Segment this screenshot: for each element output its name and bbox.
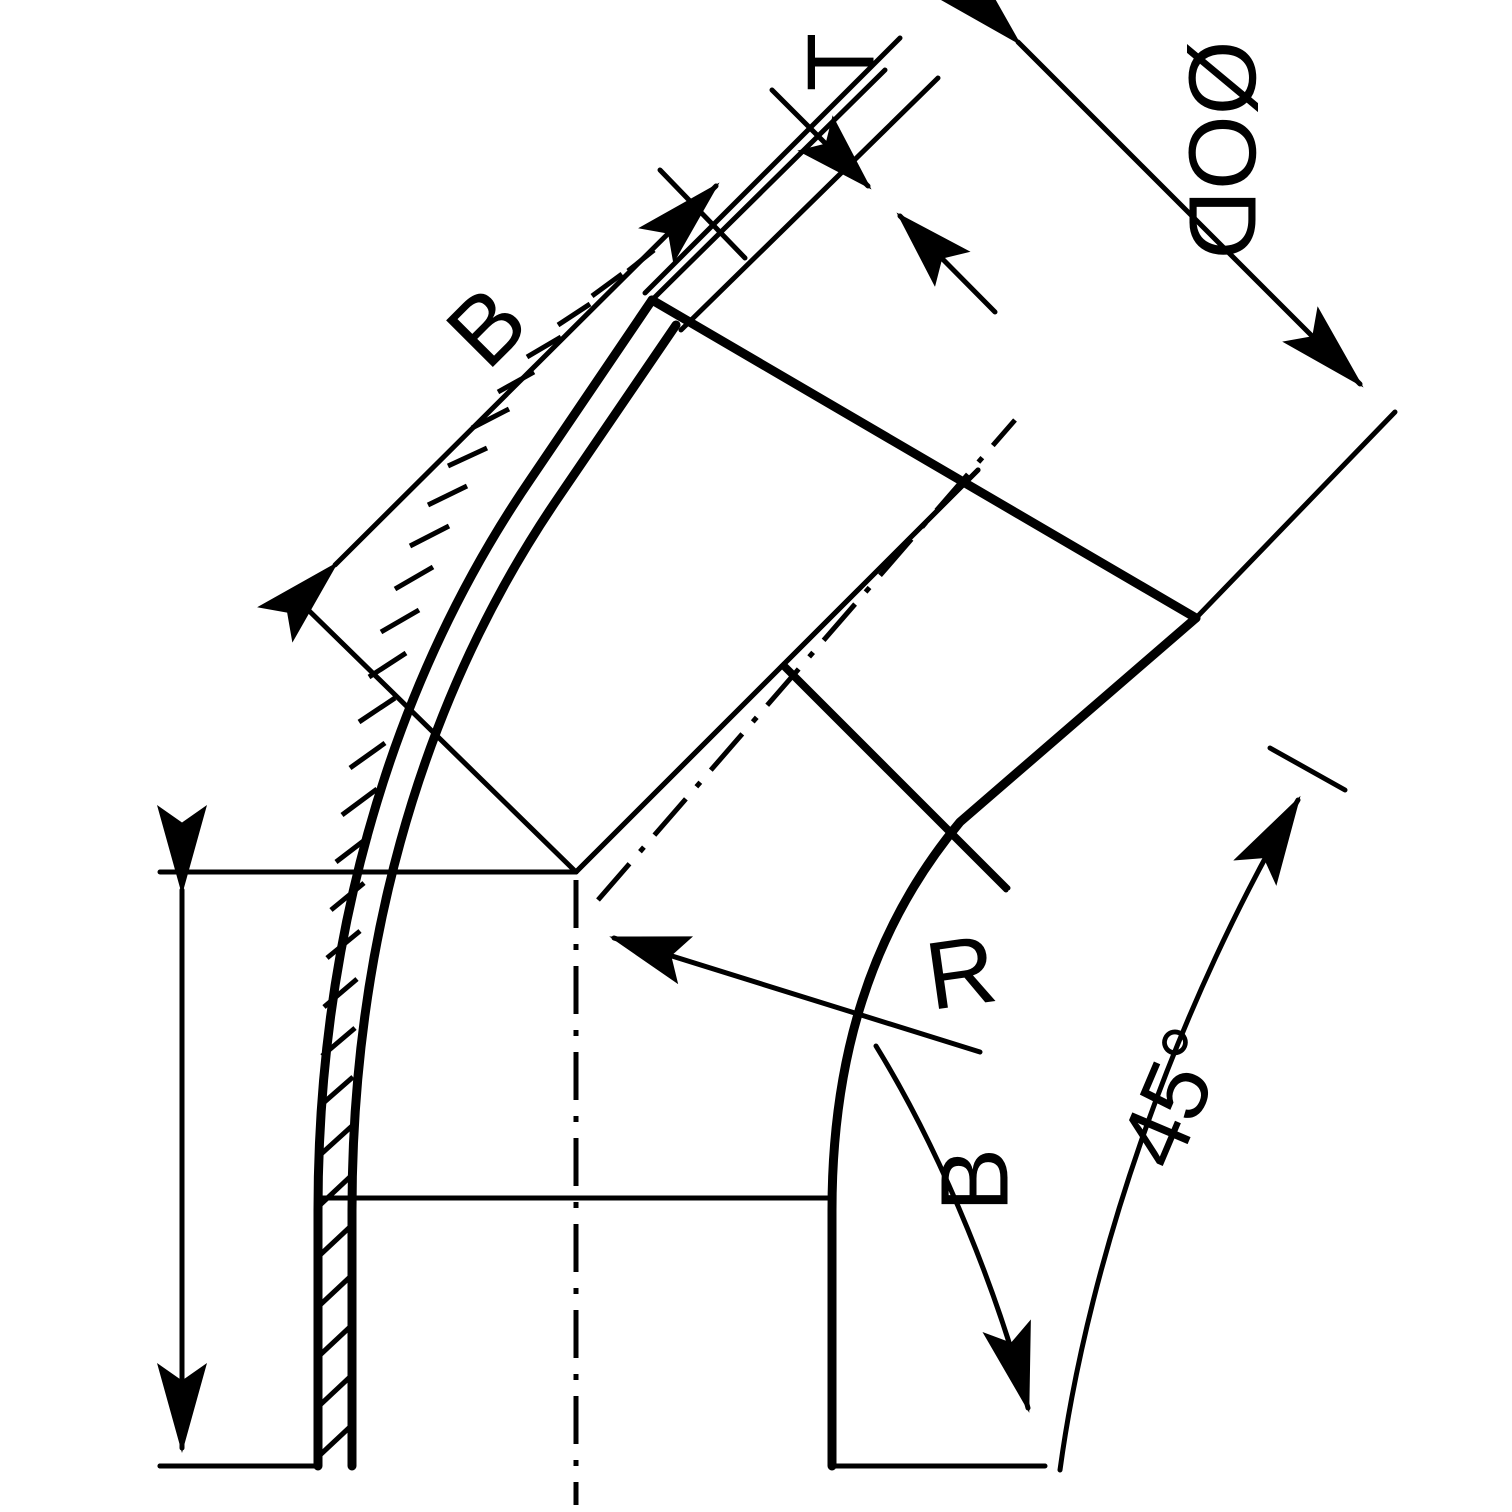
angle-arc-tick [1267,745,1348,793]
b-lower-label: B [921,1148,1028,1212]
t-ext-b [690,300,980,337]
r-label: R [919,915,1003,1031]
t-arrow-left [769,87,872,190]
bore-seam-b [779,663,1009,893]
t-arrow-right [896,212,998,315]
b-lower-arc [873,1043,1031,1413]
bend-seam-line [782,618,1196,666]
b-upper-dim-line [257,182,720,643]
dimension-r: R [609,915,1003,1055]
r-leader-line [609,935,983,1055]
bore-detail-lines [573,380,1009,893]
od-extension-top [990,24,1050,78]
angle-label: 45° [1100,1013,1248,1181]
t-wall-ext-b [881,78,970,300]
od-label: ØOD [1169,41,1276,260]
t-ext-left [649,67,888,303]
cut-face-outer-edge [647,295,1201,623]
tick-upper [930,380,1000,450]
b-upper-ext-near [293,595,579,875]
elbow-body-outline [313,295,1201,1471]
upper-face-inner-edges [576,325,1008,888]
upper-face-edges [647,295,1201,623]
bend-seam-diagonal [781,661,1011,891]
b-upper-ext-far [657,167,748,261]
bore-seam-a [573,467,981,875]
od-dim-line [940,0,1364,388]
angle-arc [1057,795,1301,1473]
dimension-angle: 45° [1057,745,1348,1473]
dimension-t: T [649,33,998,337]
od-corner-leader [958,0,1020,44]
t-ext-right2 [678,100,905,327]
dimension-overall-height [157,805,303,1469]
dimension-od: ØOD [900,0,1398,621]
dimension-b-lower: B [873,1043,1031,1413]
bore-face-edge [576,872,1008,888]
elbow-outer-right-curve [827,613,1201,1471]
od-ext-near2 [900,25,1012,38]
t-extension-lines [642,35,941,333]
elbow-outer-left-curve [313,295,657,1471]
od-ext-far [1193,409,1398,621]
t-ext-right [676,290,980,325]
